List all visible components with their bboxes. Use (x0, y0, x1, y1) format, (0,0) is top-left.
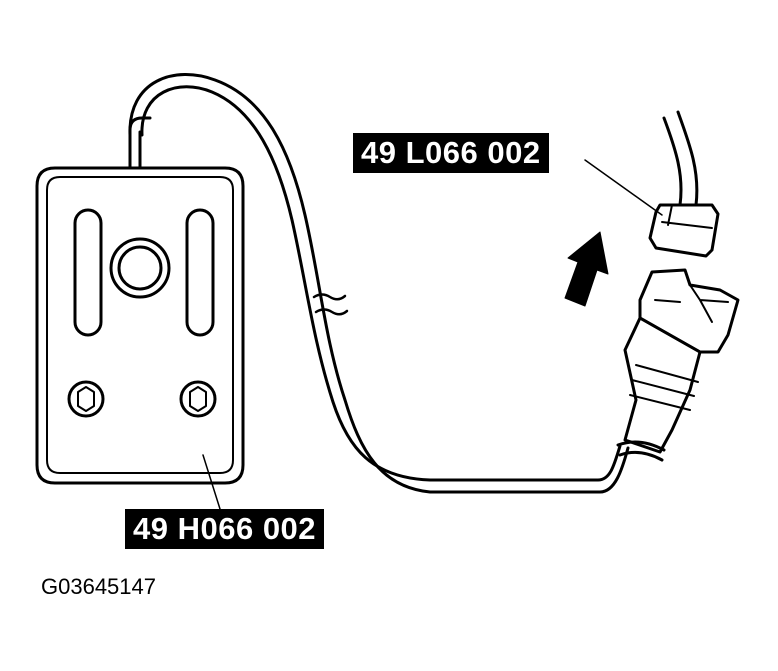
tester-right-screw (179, 380, 217, 418)
plug-ring (616, 440, 666, 462)
tester-cable-gland (128, 116, 152, 170)
plug-body (623, 316, 702, 454)
tester-unit (35, 116, 245, 485)
adapter-part-number-label: 49 L066 002 (353, 133, 549, 173)
adapter-connector (648, 110, 720, 258)
cable-break-mark (312, 293, 347, 301)
tester-left-screw (67, 380, 105, 418)
tester-center-ring-outer (109, 237, 171, 299)
tester-part-number-label: 49 H066 002 (125, 509, 325, 549)
plug-head (638, 268, 740, 354)
adapter-body (648, 203, 720, 258)
cable-inner (140, 85, 622, 482)
cable-outer (128, 73, 630, 494)
adapter-body-detail (661, 204, 713, 229)
cable (128, 73, 630, 494)
cable-connector-plug (616, 268, 740, 462)
adapter-wire-1 (662, 116, 683, 207)
cable-break-mark-2 (314, 308, 349, 316)
plug-ribs (629, 364, 699, 411)
tester-body-outer (35, 166, 245, 485)
tester-left-slot (73, 208, 103, 337)
leader-line-adapter (584, 159, 663, 216)
tester-right-slot (185, 208, 215, 337)
figure-id: G03645147 (41, 574, 156, 599)
plug-head-slot (654, 284, 729, 323)
adapter-wire-2 (676, 110, 699, 207)
tester-body-inner (46, 176, 234, 474)
connect-direction-arrow (564, 231, 609, 307)
tester-center-ring-inner (117, 245, 163, 291)
leader-line-tester (202, 454, 221, 510)
